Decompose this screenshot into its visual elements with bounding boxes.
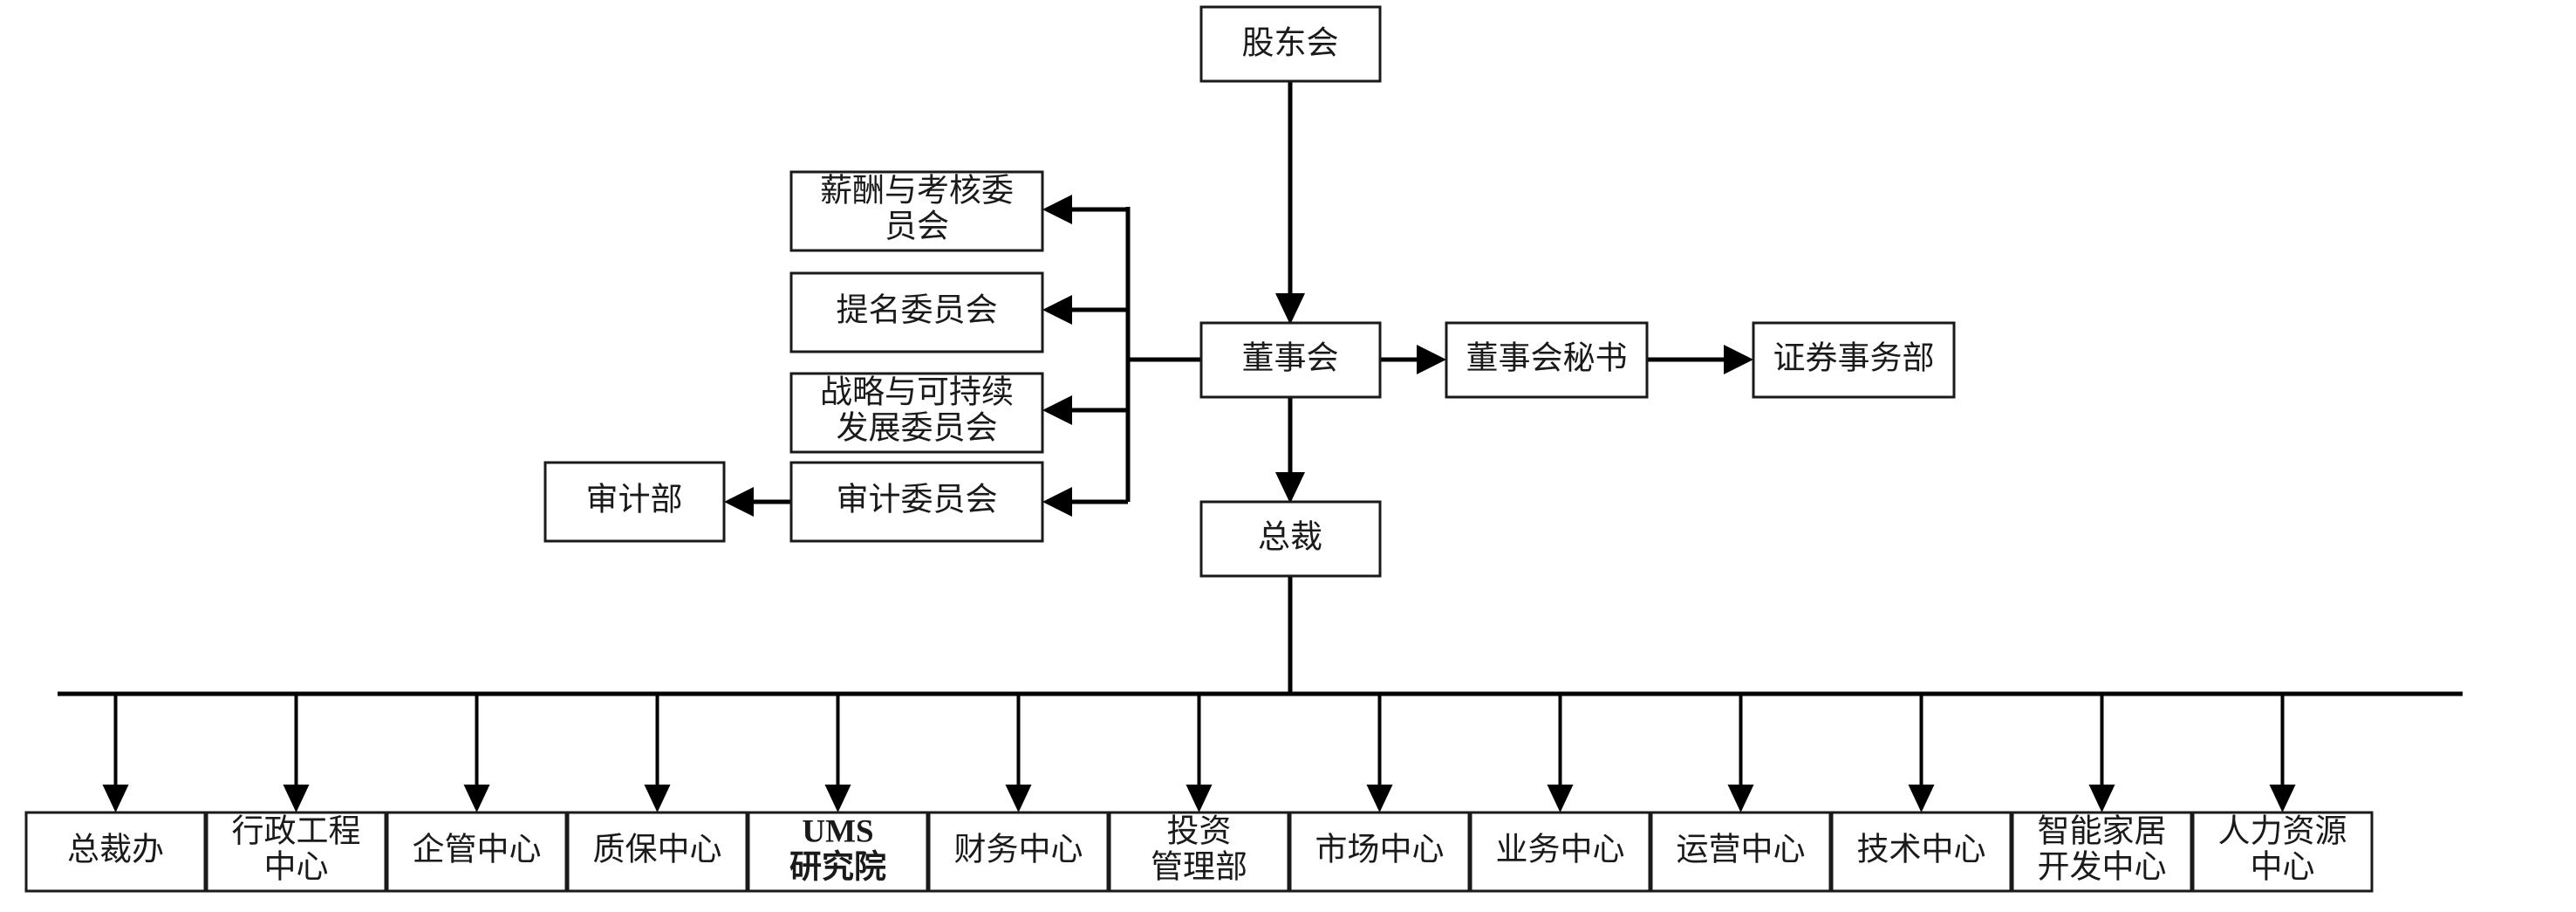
edge-bus-to-audit-committee	[1042, 487, 1128, 517]
department-arrow-head	[824, 785, 851, 813]
node-label-department-4-line1: 质保中心	[593, 832, 722, 867]
node-audit-department[interactable]: 审计部	[543, 461, 726, 543]
node-label-remuneration-committee-line2: 员会	[885, 209, 949, 244]
department-box	[927, 811, 1110, 893]
department-arrow-head	[1547, 785, 1574, 813]
department-drop-connectors	[102, 694, 2296, 813]
edge-president-to-bus	[58, 576, 2463, 696]
node-label-strategy-committee-line2: 发展委员会	[837, 409, 998, 446]
department-box	[1830, 811, 2012, 893]
node-label-department-13-line2: 中心	[2251, 849, 2315, 885]
node-label-strategy-committee-line1: 战略与可持续	[820, 374, 1014, 410]
department-box	[1650, 811, 1832, 893]
department-arrow-head	[2269, 785, 2296, 813]
node-strategy-committee[interactable]: 战略与可持续 发展委员会	[789, 372, 1044, 454]
node-label-department-9-line1: 业务中心	[1496, 832, 1625, 867]
department-box	[2191, 811, 2374, 893]
node-label-department-10-line1: 运营中心	[1677, 832, 1806, 867]
node-label-department-12-line2: 开发中心	[2038, 848, 2167, 885]
edge-board-to-president	[1275, 397, 1305, 504]
node-label-securities-affairs: 证券事务部	[1773, 339, 1935, 376]
node-label-department-13-line1: 人力资源	[2218, 813, 2347, 849]
node-label-department-11-line1: 技术中心	[1857, 832, 1986, 867]
node-layer: 股东会 董事会 董事会秘书 证券事务部 总裁	[24, 5, 2374, 893]
node-label-department-5-line1: UMS	[802, 813, 873, 849]
node-label-department-2-line1: 行政工程	[232, 813, 361, 849]
department-node-layer: 总裁办行政工程中心企管中心质保中心UMS研究院财务中心投资管理部市场中心业务中心…	[24, 811, 2374, 893]
node-nomination-committee[interactable]: 提名委员会	[789, 271, 1044, 353]
edge-board-to-secretary	[1380, 345, 1446, 374]
edge-bus-to-remuneration	[1042, 195, 1128, 224]
node-label-department-2-line2: 中心	[264, 849, 329, 885]
department-arrow-head	[283, 785, 310, 813]
department-arrow-head	[1366, 785, 1393, 813]
node-label-department-7-line2: 管理部	[1151, 848, 1247, 885]
department-arrow-head	[644, 785, 671, 813]
department-arrow-head	[1727, 785, 1754, 813]
department-arrow-head	[1908, 785, 1935, 813]
node-audit-committee[interactable]: 审计委员会	[789, 461, 1044, 543]
edge-bus-to-strategy	[1042, 395, 1128, 425]
department-box	[2011, 811, 2193, 893]
node-label-department-6-line1: 财务中心	[954, 832, 1083, 867]
node-shareholders-meeting[interactable]: 股东会	[1199, 5, 1382, 83]
node-department-11[interactable]: 技术中心	[1830, 811, 2012, 893]
node-securities-affairs[interactable]: 证券事务部	[1752, 321, 1956, 399]
node-department-9[interactable]: 业务中心	[1469, 811, 1651, 893]
node-department-1[interactable]: 总裁办	[24, 811, 207, 893]
node-label-audit-department: 审计部	[586, 481, 683, 518]
node-label-department-8-line1: 市场中心	[1315, 831, 1445, 867]
department-arrow-head	[2088, 785, 2115, 813]
node-department-3[interactable]: 企管中心	[386, 811, 568, 893]
department-box	[1288, 811, 1471, 893]
node-remuneration-committee[interactable]: 薪酬与考核委 员会	[789, 170, 1044, 252]
node-department-8[interactable]: 市场中心	[1288, 811, 1471, 893]
department-box	[1469, 811, 1651, 893]
node-label-department-12-line1: 智能家居	[2038, 813, 2167, 849]
node-label-board-of-directors: 董事会	[1242, 340, 1339, 376]
node-label-shareholders-meeting: 股东会	[1242, 24, 1339, 61]
node-label-department-1-line1: 总裁办	[67, 832, 164, 867]
node-department-6[interactable]: 财务中心	[927, 811, 1110, 893]
department-box	[747, 811, 929, 893]
department-box	[205, 811, 387, 893]
node-label-remuneration-committee-line1: 薪酬与考核委	[820, 172, 1014, 209]
node-label-nomination-committee: 提名委员会	[837, 291, 998, 328]
department-arrow-head	[1005, 785, 1032, 813]
edge-audit-committee-to-audit-dept	[724, 487, 791, 517]
edge-secretary-to-securities	[1647, 345, 1753, 374]
node-department-4[interactable]: 质保中心	[566, 811, 748, 893]
node-board-of-directors[interactable]: 董事会	[1199, 321, 1382, 399]
node-president[interactable]: 总裁	[1199, 500, 1382, 578]
department-arrow-head	[1186, 785, 1213, 813]
node-department-10[interactable]: 运营中心	[1650, 811, 1832, 893]
department-arrow-head	[102, 785, 129, 813]
node-label-president: 总裁	[1258, 519, 1322, 555]
edge-bus-to-nomination	[1042, 295, 1128, 325]
node-label-audit-committee: 审计委员会	[837, 481, 998, 518]
node-label-board-secretary: 董事会秘书	[1466, 340, 1628, 376]
department-box	[24, 811, 207, 893]
department-box	[1108, 811, 1290, 893]
node-label-department-3-line1: 企管中心	[413, 831, 542, 867]
edge-board-to-committee-bus	[1125, 207, 1201, 502]
node-label-department-5-line2: 研究院	[789, 848, 886, 885]
department-box	[386, 811, 568, 893]
edge-shareholders-to-board	[1275, 81, 1305, 325]
node-board-secretary[interactable]: 董事会秘书	[1445, 321, 1649, 399]
node-label-department-7-line1: 投资	[1167, 813, 1232, 849]
connector-layer	[58, 81, 2463, 813]
department-box	[566, 811, 748, 893]
department-arrow-head	[463, 785, 490, 813]
